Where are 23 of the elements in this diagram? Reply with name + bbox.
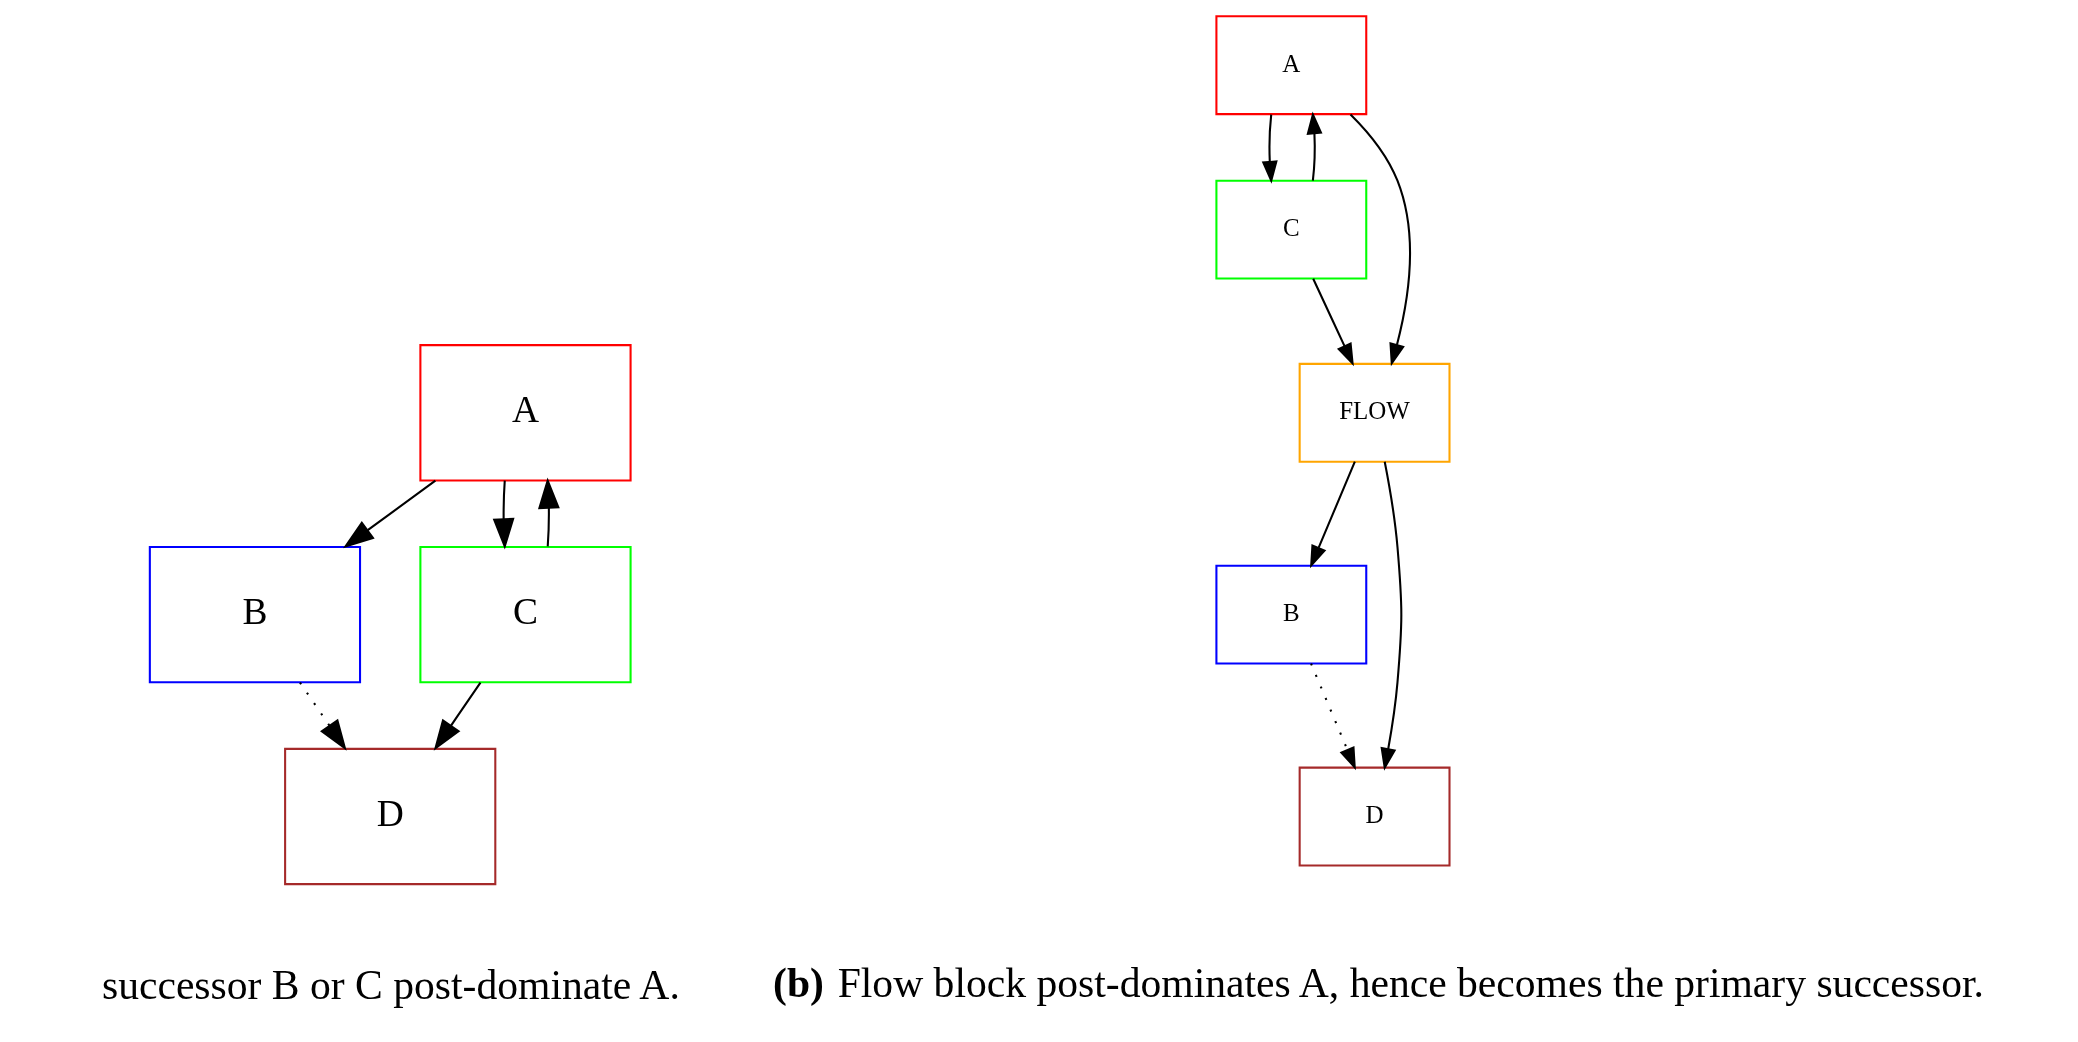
- arrow: [492, 480, 515, 550]
- node-box: A: [419, 344, 632, 482]
- arrow: [1261, 114, 1278, 184]
- arrow: [299, 681, 347, 751]
- node-box: FLOW: [1298, 362, 1451, 463]
- node-box: A: [1215, 15, 1368, 116]
- arrow: [1349, 113, 1411, 367]
- node-box: B: [148, 545, 362, 684]
- arrow: [343, 479, 436, 549]
- node-box: D: [1298, 766, 1451, 867]
- arrow: [1312, 278, 1354, 367]
- arrow: [1380, 461, 1403, 771]
- node-box: C: [1215, 179, 1368, 280]
- arrow: [538, 477, 560, 547]
- node-box: C: [419, 545, 632, 684]
- label: (b) Flow block post-dominates A, hence becomes the primary successor.: [773, 959, 1984, 1006]
- label: successor B or C post-dominate A.: [101, 961, 680, 1008]
- node-box: B: [1215, 564, 1368, 665]
- node-box: D: [284, 747, 497, 886]
- arrow: [1310, 663, 1356, 771]
- arrow: [1310, 461, 1356, 569]
- arrow: [433, 681, 482, 751]
- arrow: [1306, 111, 1323, 181]
